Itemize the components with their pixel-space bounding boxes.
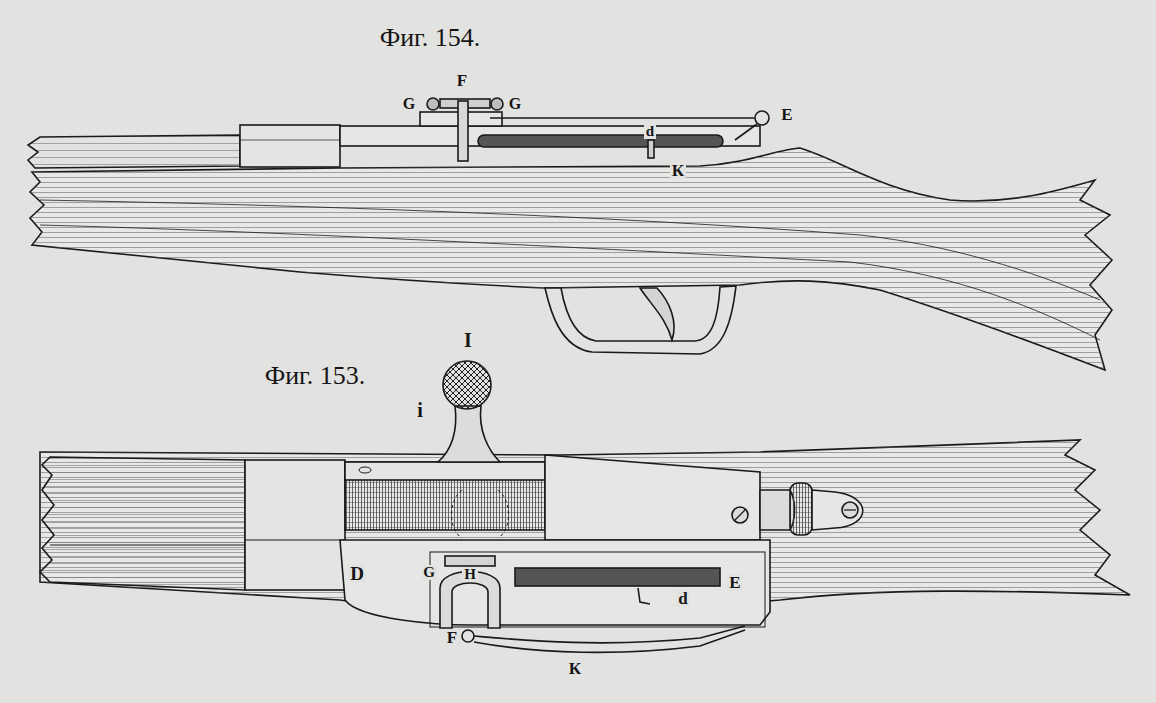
part-letter: F — [445, 629, 459, 646]
stock-side-view — [30, 148, 1112, 370]
barrel-top-view — [40, 457, 345, 590]
part-letter: d — [644, 124, 656, 139]
figure-caption: Фиг. 153. — [263, 363, 368, 389]
part-letter: G — [421, 565, 437, 580]
lock-plate — [340, 540, 770, 652]
part-letter: H — [462, 567, 478, 582]
receiver-top-view — [345, 455, 863, 540]
part-letter: G — [401, 96, 417, 112]
part-letter: К — [670, 162, 686, 179]
trigger-guard — [545, 286, 736, 354]
part-letter: E — [727, 574, 742, 591]
part-letter: F — [455, 72, 469, 89]
part-letter: D — [348, 564, 366, 583]
barrel-and-receiver-side — [28, 98, 769, 168]
part-letter: E — [779, 106, 794, 123]
bolt-knob — [438, 361, 500, 462]
part-letter: d — [676, 590, 689, 607]
part-letter: I — [462, 330, 474, 350]
part-letter: К — [567, 660, 583, 677]
figure-caption: Фиг. 154. — [378, 25, 483, 51]
part-letter: G — [507, 96, 523, 112]
part-letter: i — [415, 400, 425, 420]
